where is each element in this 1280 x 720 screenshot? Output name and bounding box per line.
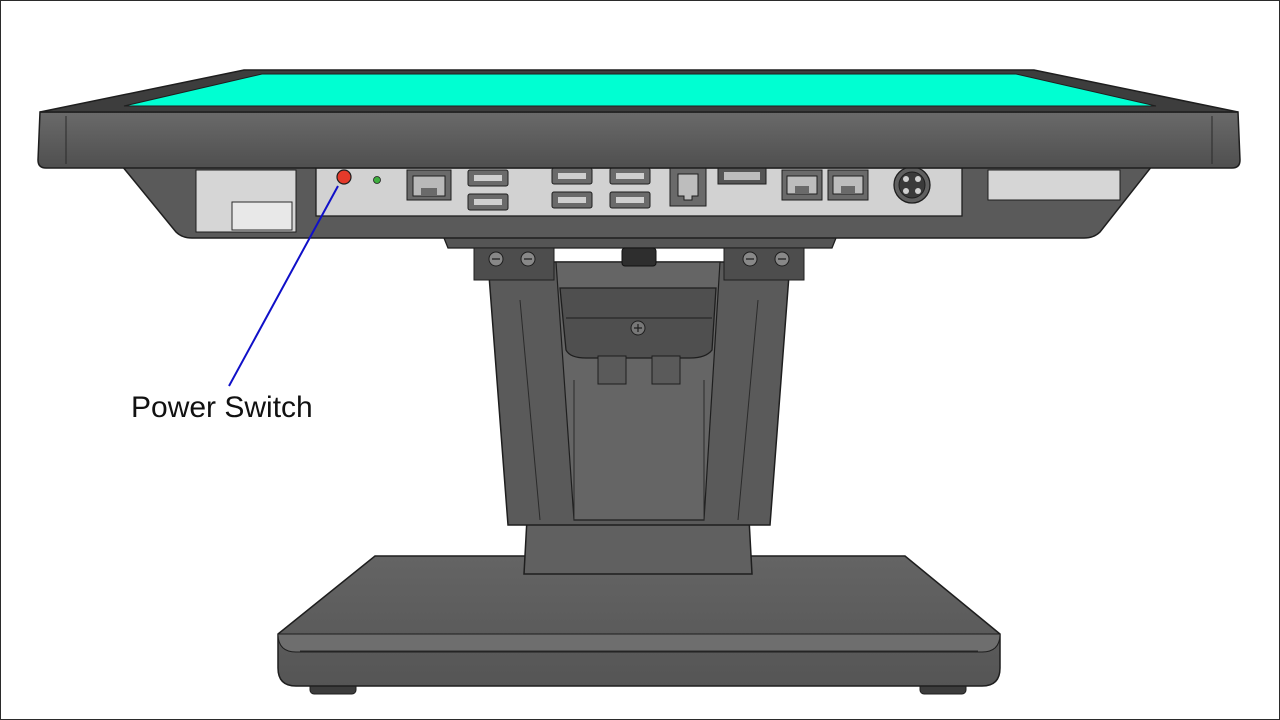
port-row	[336, 166, 931, 211]
monitor-display	[37, 69, 1241, 169]
rj11-port-icon[interactable]	[669, 167, 707, 207]
power-switch-label: Power Switch	[131, 391, 313, 424]
lan-port-icon[interactable]	[406, 169, 452, 201]
usb-port-icon[interactable]	[609, 167, 651, 209]
serial-rj45-port-icon[interactable]	[781, 169, 823, 201]
usb-port-icon[interactable]	[467, 169, 509, 211]
callout-leader-line	[228, 185, 339, 387]
usb-port-icon[interactable]	[551, 167, 593, 209]
serial-rj45-port-icon[interactable]	[827, 169, 869, 201]
stand-base	[277, 499, 1001, 695]
status-led-icon	[373, 176, 381, 184]
dc-in-port-icon[interactable]	[893, 166, 931, 204]
touch-screen	[123, 73, 1157, 107]
power-button-icon[interactable]	[336, 169, 352, 185]
right-vent	[987, 169, 1121, 201]
stand-column	[487, 261, 791, 526]
display-port-icon[interactable]	[717, 167, 767, 185]
